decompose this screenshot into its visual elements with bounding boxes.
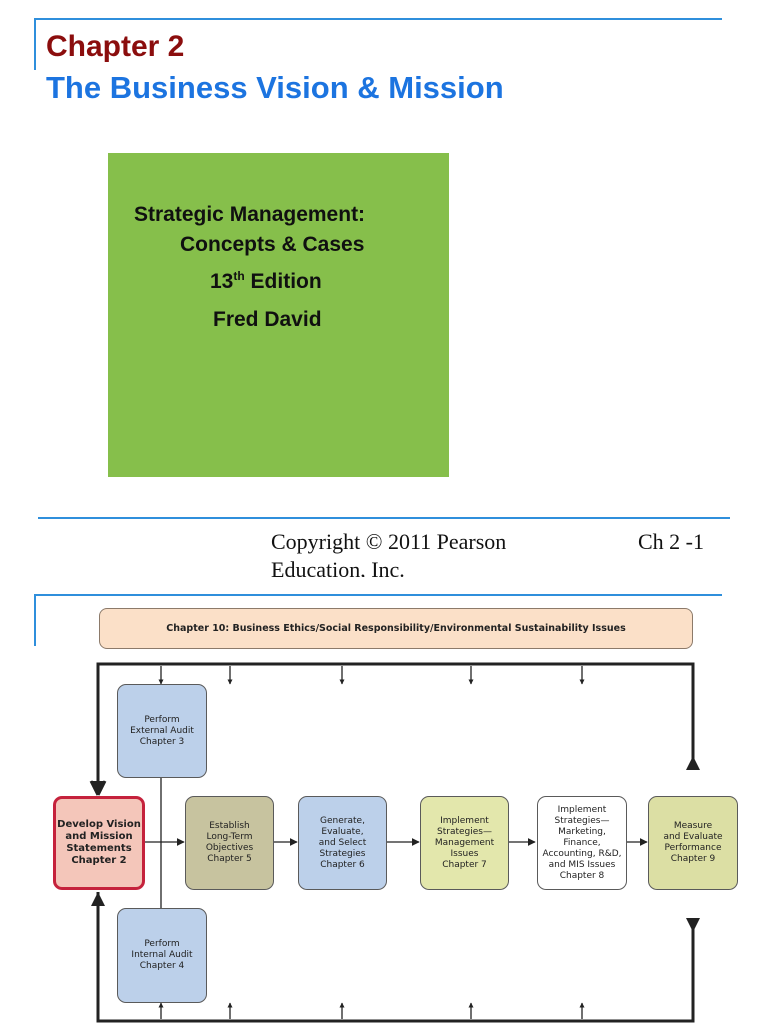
ethics-banner: Chapter 10: Business Ethics/Social Respo… bbox=[99, 608, 693, 649]
slide2-vertical-rule bbox=[34, 594, 36, 646]
top-vertical-rule bbox=[34, 18, 36, 70]
book-title-line2: Concepts & Cases bbox=[180, 233, 365, 256]
objectives-box: Establish Long-Term Objectives Chapter 5 bbox=[185, 796, 274, 890]
edition-word: Edition bbox=[250, 270, 322, 293]
slide2-top-rule bbox=[34, 594, 722, 596]
copyright-line1: Copyright © 2011 Pearson bbox=[271, 529, 507, 554]
book-info-box: Strategic Management: Concepts & Cases 1… bbox=[108, 153, 449, 477]
implement-functional-box: Implement Strategies— Marketing, Finance… bbox=[537, 796, 627, 890]
book-author: Fred David bbox=[213, 308, 322, 331]
measure-evaluate-box: Measure and Evaluate Performance Chapter… bbox=[648, 796, 738, 890]
footer-rule bbox=[38, 517, 730, 519]
implement-management-box: Implement Strategies— Management Issues … bbox=[420, 796, 509, 890]
strategies-box: Generate, Evaluate, and Select Strategie… bbox=[298, 796, 387, 890]
vision-mission-box: Develop Vision and Mission Statements Ch… bbox=[53, 796, 145, 890]
edition-number: 13 bbox=[210, 270, 234, 293]
external-audit-box: Perform External Audit Chapter 3 bbox=[117, 684, 207, 778]
internal-audit-box: Perform Internal Audit Chapter 4 bbox=[117, 908, 207, 1003]
book-title-line1: Strategic Management: bbox=[134, 203, 366, 226]
copyright-line2: Education, Inc. bbox=[271, 557, 405, 577]
top-rule bbox=[34, 18, 722, 20]
book-edition: 13th Edition bbox=[210, 270, 322, 294]
chapter-heading: Chapter 2 bbox=[46, 30, 185, 63]
edition-suffix: th bbox=[233, 269, 245, 283]
page-number: Ch 2 -1 bbox=[638, 529, 704, 554]
slide-title: The Business Vision & Mission bbox=[46, 70, 504, 105]
